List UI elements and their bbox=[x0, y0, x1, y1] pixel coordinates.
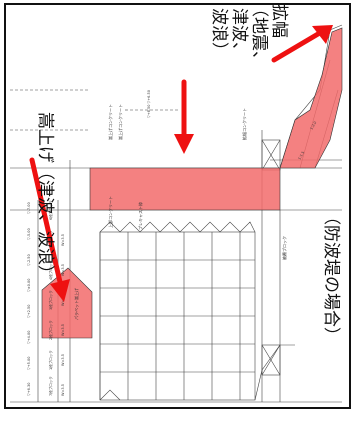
raise-annotation: 嵩上げ（津波、波浪） bbox=[35, 112, 55, 282]
annotation-arrows bbox=[29, 25, 333, 302]
annotation-texts: 嵩上げ（津波、波浪） 拡幅 （地震、 津波、 波浪） （防波堤の場合） bbox=[35, 0, 341, 344]
level-label-5: ▽-2.50 bbox=[27, 254, 31, 266]
block-width-label-1: W=3.5 bbox=[61, 354, 65, 366]
level-label-6: ▽-5.00 bbox=[27, 228, 31, 240]
block-width-label-0: W=3.5 bbox=[61, 384, 65, 396]
precast-frame-label: プレキャスト枠 bbox=[137, 202, 143, 230]
slope-label-2: 1:1.5 bbox=[297, 151, 305, 161]
caisson-block-label-5: 6段ブロック bbox=[48, 200, 53, 220]
caisson-block-label-1: 2段ブロック bbox=[48, 320, 53, 340]
widened-section-highlight bbox=[89, 167, 281, 211]
level-label-3: ▽+2.50 bbox=[27, 305, 31, 318]
raised-concrete-label-1: 嵩上げコンクリート bbox=[107, 104, 113, 140]
caisson-block-label-0: 1段ブロック bbox=[48, 350, 53, 370]
slope-widening-highlight bbox=[279, 27, 343, 169]
level-label-2: ▽+4.00 bbox=[27, 331, 31, 344]
raised-concrete-label-2: 嵩上げコンクリート bbox=[117, 104, 123, 140]
block-width-label-5: W=3.5 bbox=[61, 234, 65, 246]
slope-label: 1:2.0 bbox=[309, 121, 317, 131]
level-label-0: ▽+6.30 bbox=[27, 383, 31, 396]
level-label-1: ▽+5.00 bbox=[27, 357, 31, 370]
parapet-label: パラペット嵩上げ bbox=[73, 288, 79, 320]
slope-arrow bbox=[271, 31, 321, 63]
caisson-block-label-3: 4段ブロック bbox=[48, 260, 53, 280]
level-label-4: ▽±0.00 bbox=[27, 279, 31, 292]
case-label: （防波堤の場合） bbox=[321, 208, 341, 344]
block-width-label-2: W=3.5 bbox=[61, 324, 65, 336]
top-marks-label: ▽+8.50 ▽+6.50 bbox=[147, 90, 151, 118]
caisson-block-label-2: 3段ブロック bbox=[48, 290, 53, 310]
widen-condition-3: 波浪） bbox=[209, 8, 229, 59]
cover-block-label: 被覆ブロック bbox=[281, 236, 287, 260]
widen-condition-2: 津波、 bbox=[229, 8, 249, 59]
raise-arrow bbox=[29, 157, 63, 285]
upper-concrete-label: 上部コンクリート bbox=[107, 196, 113, 228]
widen-title: 拡幅 bbox=[269, 4, 289, 38]
block-width-label-4: W=3.5 bbox=[61, 264, 65, 276]
level-label-7: ▽-7.00 bbox=[27, 202, 31, 214]
widen-concrete-label: 拡幅コンクリート bbox=[241, 108, 247, 140]
caisson-block-label-6: 7段ブロック bbox=[48, 376, 53, 396]
widen-condition-1: （地震、 bbox=[249, 0, 269, 68]
drawing-labels: プレキャスト枠 パラペット嵩上げ 上部コンクリート 被覆ブロック 嵩上げコンクリ… bbox=[27, 90, 317, 396]
